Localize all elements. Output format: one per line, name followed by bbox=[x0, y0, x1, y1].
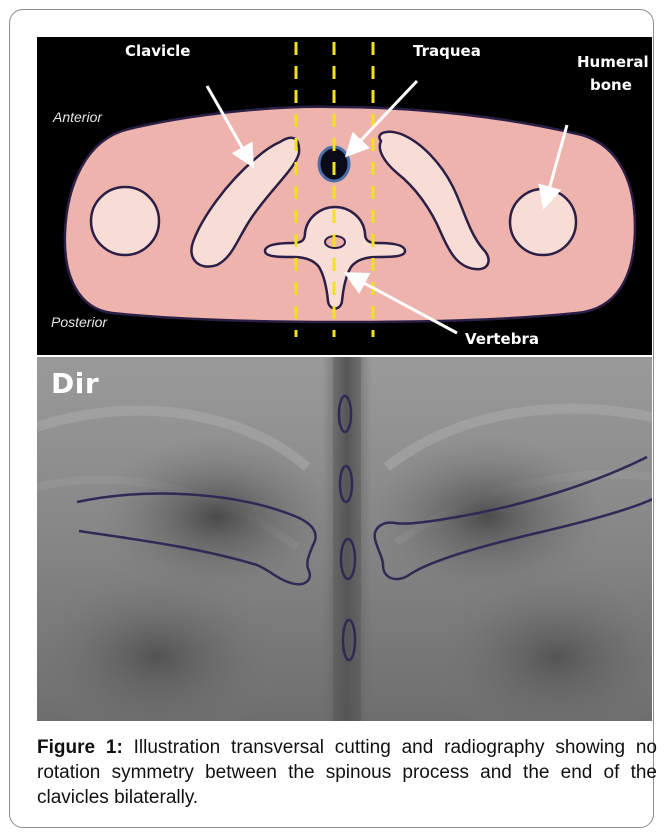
left-humeral-bone bbox=[91, 187, 159, 255]
label-clavicle: Clavicle bbox=[125, 42, 190, 60]
caption-label: Figure 1: bbox=[37, 737, 123, 758]
label-traquea: Traquea bbox=[413, 42, 481, 60]
label-posterior: Posterior bbox=[51, 314, 108, 330]
label-humeral-1: Humeral bbox=[577, 53, 649, 71]
figure-caption: Figure 1: Illustration transversal cutti… bbox=[37, 735, 657, 810]
caption-text: Illustration transversal cutting and rad… bbox=[37, 737, 657, 808]
right-humeral-bone bbox=[510, 189, 576, 255]
label-vertebra: Vertebra bbox=[465, 330, 539, 348]
transversal-illustration: Clavicle Traquea Humeral bone Anterior P… bbox=[37, 37, 652, 355]
label-humeral-2: bone bbox=[590, 76, 632, 94]
radiograph-side-label: Dir bbox=[51, 367, 99, 400]
label-anterior: Anterior bbox=[52, 109, 103, 125]
chest-radiograph: Dir bbox=[37, 357, 652, 721]
